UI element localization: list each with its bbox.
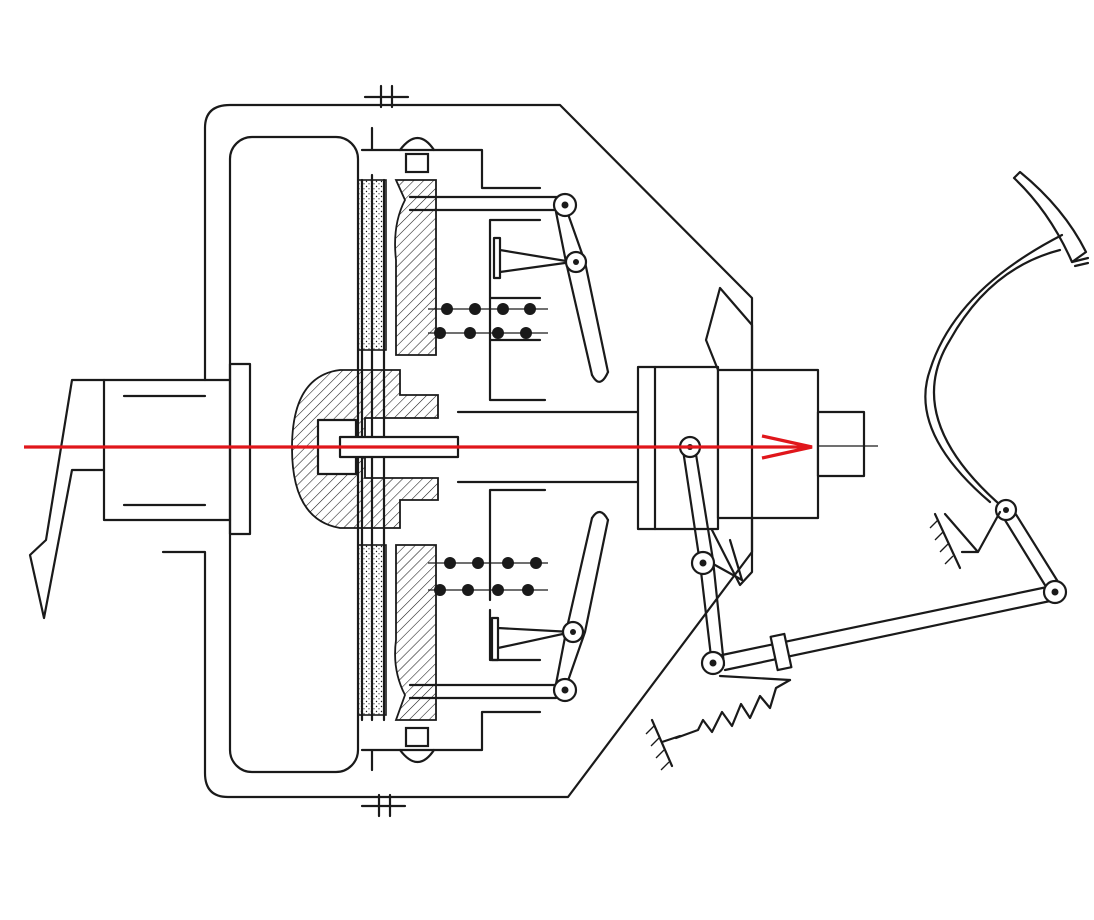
housing-joint-top [363,84,410,109]
spring-anchor-ground [645,718,682,771]
pressure-springs-upper [428,303,548,339]
spring-cup-lower [488,488,547,662]
crankshaft [102,378,232,522]
pressure-plate-cover [360,126,542,772]
pedal-pull-rod [720,584,1057,672]
return-spring [645,674,792,771]
cover-bolt-top [398,136,436,174]
input-shaft [456,410,640,484]
power-flow-arrow [24,434,813,460]
release-lever-lower [408,510,610,703]
spring-cup-upper [488,218,547,402]
cover-bolt-bottom [398,726,436,764]
release-fork [704,286,754,587]
pressure-springs-lower [428,557,548,596]
housing-joint-bottom [360,793,407,818]
release-lever-upper [408,192,610,383]
pedal-pivot-ground [929,510,1002,570]
output-shaft [816,410,866,478]
pressure-plate-upper [394,179,437,356]
crankshaft-flange [228,362,252,536]
engine-block-profile [28,378,106,620]
clutch-pedal [924,170,1090,605]
pressure-plate-lower [394,544,437,721]
